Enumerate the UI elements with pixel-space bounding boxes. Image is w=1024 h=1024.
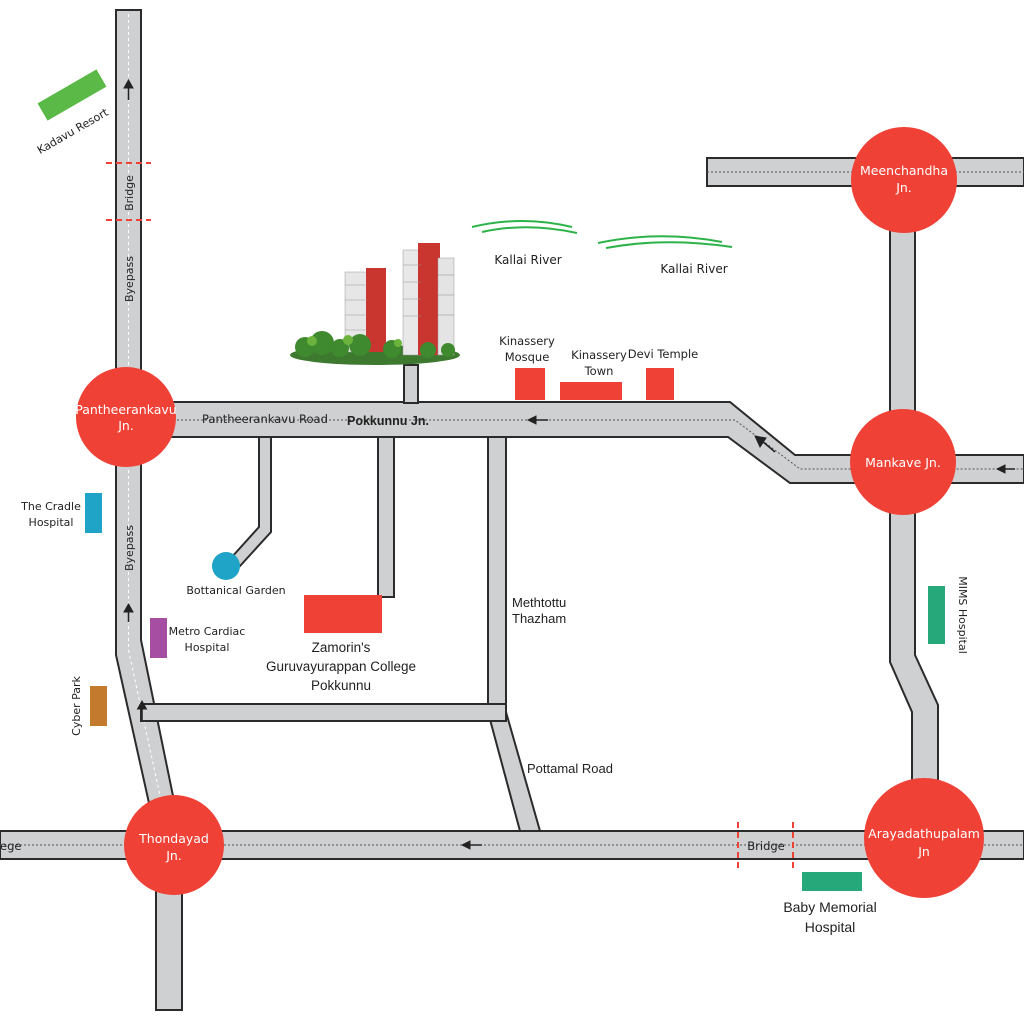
metro-cardiac-label-1: Metro Cardiac [169,625,246,638]
junction-meenchandha: Meenchandha Jn. [851,127,957,233]
methtottu-road [487,436,507,713]
cyber-park-marker [90,686,107,726]
junction-pantheerankavu: Pantheerankavu Jn. [75,367,177,467]
svg-text:Jn.: Jn. [165,848,182,863]
baby-memorial-label-1: Baby Memorial [783,899,876,915]
svg-text:Meenchandha: Meenchandha [860,163,948,178]
botanical-road [229,436,272,568]
svg-text:Jn.: Jn. [117,418,134,433]
botanical-garden-marker [212,552,240,580]
left-edge-label: ege [0,839,21,853]
pantheerankavu-road-label: Pantheerankavu Road [202,412,328,426]
baby-memorial-label-2: Hospital [805,919,856,935]
svg-text:Arayadathupalam: Arayadathupalam [868,826,980,841]
kallai-river-waves-2 [597,235,733,249]
bridge-bottom-label: Bridge [747,839,785,853]
metro-cardiac-label-2: Hospital [185,641,230,654]
junction-thondayad: Thondayad Jn. [124,795,224,895]
kinassery-town-marker [560,382,622,400]
apartment-towers-icon [290,243,460,365]
kallai-river-label-1: Kallai River [494,253,561,267]
kinassery-mosque-marker [515,368,545,400]
kinassery-town-label-2: Town [584,364,614,378]
arrow-icon [460,840,482,850]
svg-text:Jn.: Jn. [895,180,912,195]
kadavu-resort-marker [37,69,107,121]
zamorins-label-3: Pokkunnu [311,678,371,693]
arrow-icon [123,602,134,622]
zamorins-label-2: Guruvayurappan College [266,659,416,674]
devi-temple-marker [646,368,674,400]
arrow-icon [754,435,776,453]
pokkunnu-jn-label: Pokkunnu Jn. [347,414,429,428]
cradle-hospital-label-1: The Cradle [20,500,81,513]
mims-hospital-label: MIMS Hospital [956,576,969,654]
kinassery-town-label-1: Kinassery [571,348,627,362]
devi-temple-label: Devi Temple [628,347,699,361]
svg-text:Jn: Jn [917,844,930,859]
junction-arayadathupalam: Arayadathupalam Jn [864,778,984,898]
mankave-jn-label: Mankave Jn. [865,455,941,470]
arrow-icon [526,415,548,425]
kinassery-mosque-label-1: Kinassery [499,334,555,348]
methtottu-label-1: Methtottu [512,595,566,610]
bridge-markers-bottom [737,822,794,868]
arrow-icon [995,464,1015,474]
junction-mankave: Mankave Jn. [850,409,956,515]
arrow-icon [136,699,148,720]
byepass-top-label: Byepass [123,256,136,302]
direction-arrows [123,78,1015,850]
arrow-icon [123,78,134,100]
zamorins-label-1: Zamorin's [312,640,371,655]
metro-cardiac-marker [150,618,167,658]
cradle-hospital-label-2: Hospital [29,516,74,529]
botanical-garden-label: Bottanical Garden [186,584,285,597]
cyber-park-label: Cyber Park [70,676,83,736]
byepass-lower-label: Byepass [123,525,136,571]
svg-text:Thondayad: Thondayad [138,831,209,846]
kallai-river-waves-1 [471,220,578,234]
thondayad-south-road [155,879,183,1011]
roads [0,9,1024,1011]
zamorins-college-marker [304,595,382,633]
svg-text:Pantheerankavu: Pantheerankavu [75,402,176,417]
pottamal-road-label: Pottamal Road [527,761,613,776]
bridge-markers-top [106,162,151,221]
baby-memorial-marker [802,872,862,891]
project-access-road [403,364,419,404]
bridge-top-label: Bridge [123,175,136,211]
connector-road [140,703,507,722]
college-road [377,436,395,598]
methtottu-label-2: Thazham [512,611,566,626]
kinassery-mosque-label-2: Mosque [505,350,550,364]
cradle-hospital-marker [85,493,102,533]
kallai-river-label-2: Kallai River [660,262,727,276]
mims-hospital-marker [928,586,945,644]
pantheerankavu-road [140,401,1024,484]
